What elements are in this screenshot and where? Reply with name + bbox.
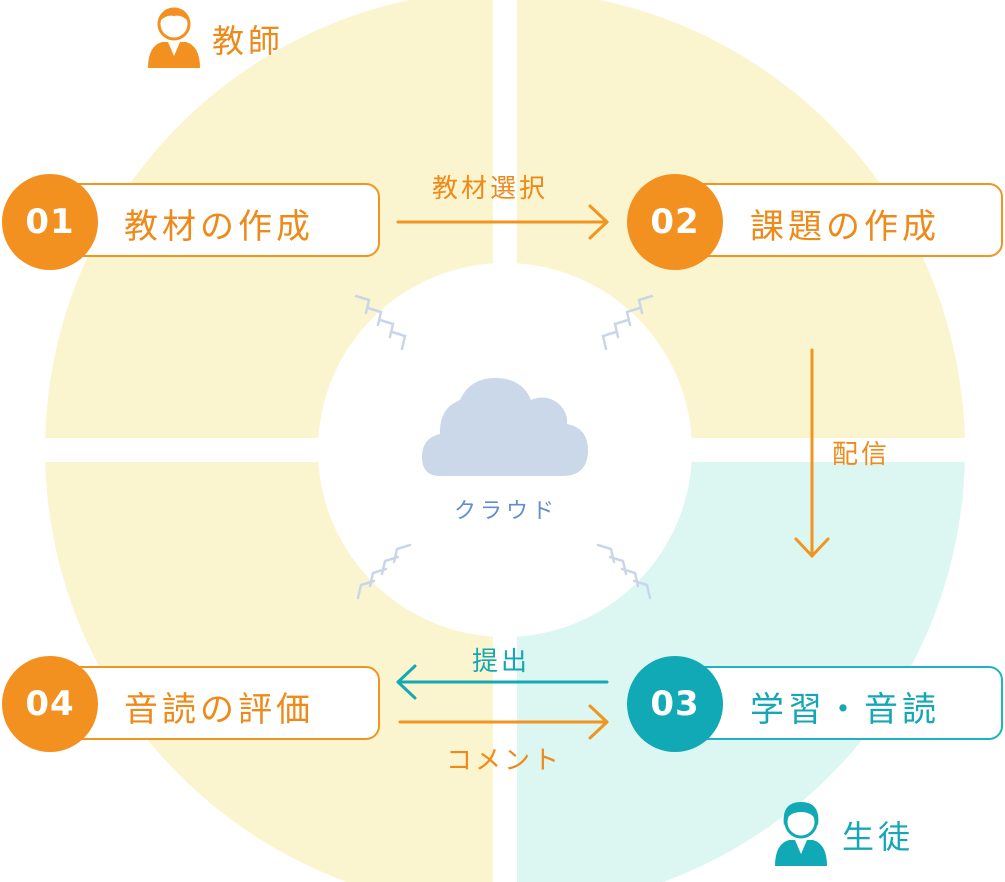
step-03-number: 03 [627,656,723,752]
arrow-comment [398,704,609,740]
step-01-number: 01 [2,174,98,270]
step-02-label: 課題の作成 [750,207,940,247]
flow-distribute-label: 配信 [832,440,891,470]
student-label: 生徒 [842,818,915,856]
chevrons-top-right [601,294,654,351]
chevrons-bottom-right [596,543,652,600]
teacher-label: 教師 [212,22,285,60]
cloud-icon [422,378,588,476]
arrow-distribute [794,348,830,558]
arrow-submit [396,664,609,700]
step-02-number: 02 [627,174,723,270]
flow-submit-label: 提出 [472,647,531,677]
flow-comment-label: コメント [446,746,563,776]
step-03-label: 学習・音読 [750,690,940,730]
teacher-icon [148,7,200,68]
step-01-label: 教材の作成 [124,207,314,247]
step-04-label: 音読の評価 [124,690,314,730]
cloud-label: クラウド [454,499,559,524]
flow-select-label: 教材選択 [432,174,549,204]
student-icon [775,802,827,866]
step-04-number: 04 [2,656,98,752]
chevrons-bottom-left [356,543,412,600]
chevrons-top-left [354,294,407,351]
arrow-select [396,204,609,240]
